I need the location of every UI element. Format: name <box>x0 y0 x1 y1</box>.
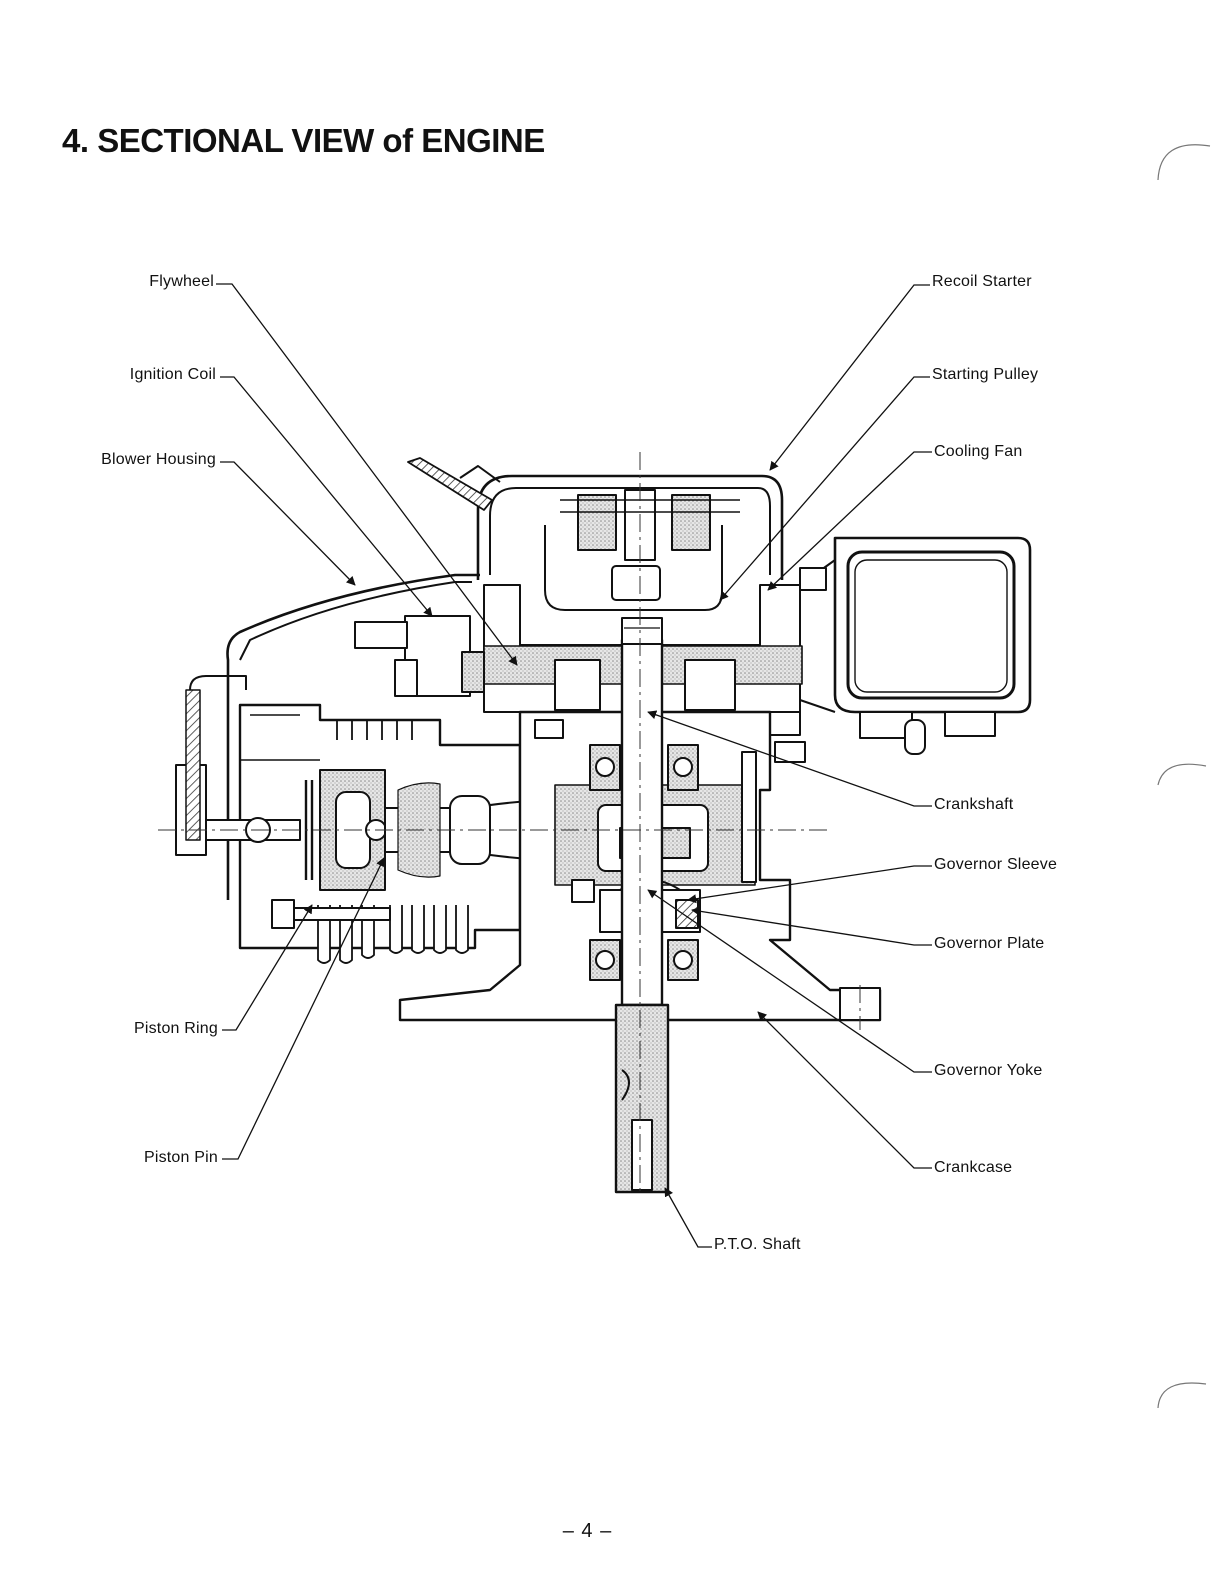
label-cooling-fan: Cooling Fan <box>934 443 1023 460</box>
binder-holes <box>1157 144 1211 1409</box>
label-pto-shaft: P.T.O. Shaft <box>714 1236 801 1253</box>
leader-cooling-fan <box>767 451 932 591</box>
engine-drawing <box>175 457 1032 1194</box>
label-piston-pin: Piston Pin <box>143 1149 218 1166</box>
label-governor-yoke: Governor Yoke <box>934 1062 1043 1079</box>
center-lines <box>158 452 861 1196</box>
leader-ignition-coil <box>220 376 433 617</box>
leader-piston-ring <box>222 904 313 1031</box>
leader-governor-yoke <box>647 889 932 1073</box>
leader-governor-sleeve <box>687 865 932 904</box>
label-starting-pulley: Starting Pulley <box>932 366 1039 383</box>
leader-blower-housing <box>220 461 356 586</box>
label-recoil-starter: Recoil Starter <box>932 273 1032 290</box>
label-governor-plate: Governor Plate <box>934 935 1045 952</box>
page-number: – 4 – <box>562 1520 613 1542</box>
label-crankcase: Crankcase <box>934 1159 1013 1176</box>
leader-piston-pin <box>222 857 385 1160</box>
leader-flywheel <box>216 283 518 666</box>
leader-starting-pulley <box>719 376 930 601</box>
crankshaft <box>620 638 664 1007</box>
page-title: 4. SECTIONAL VIEW of ENGINE <box>62 122 545 159</box>
leader-crankshaft <box>647 710 932 807</box>
label-blower-housing: Blower Housing <box>101 451 216 468</box>
label-governor-sleeve: Governor Sleeve <box>934 856 1058 873</box>
leader-governor-plate <box>691 906 932 946</box>
leader-pto-shaft <box>664 1187 712 1248</box>
leader-recoil-starter <box>769 284 930 471</box>
label-ignition-coil: Ignition Coil <box>129 366 216 383</box>
leader-crankcase <box>757 1011 932 1169</box>
leader-lines <box>216 283 932 1248</box>
blower-housing <box>226 573 480 900</box>
label-piston-ring: Piston Ring <box>133 1020 218 1037</box>
label-crankshaft: Crankshaft <box>934 796 1014 813</box>
label-flywheel: Flywheel <box>149 273 214 290</box>
